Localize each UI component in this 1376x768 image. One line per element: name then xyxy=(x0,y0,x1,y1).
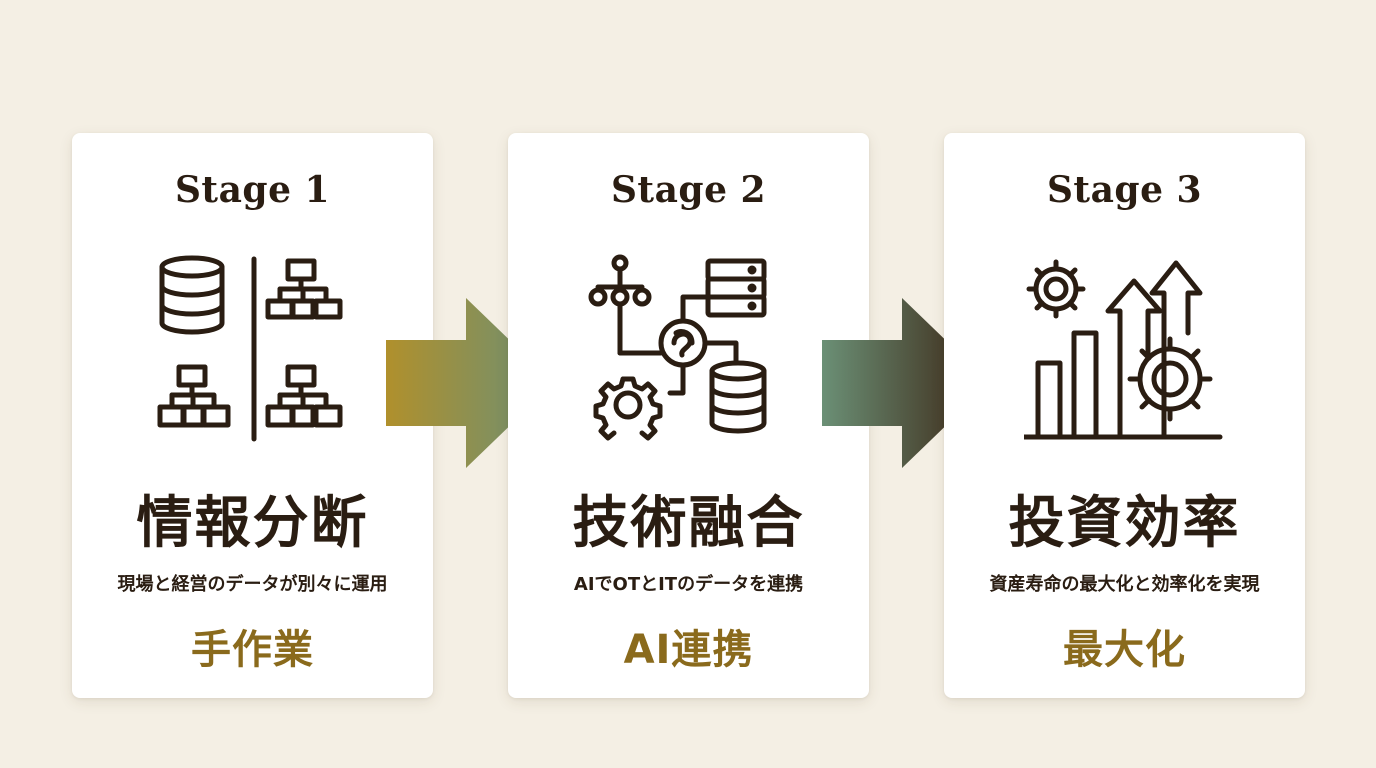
stage-card-1: Stage 1 xyxy=(72,133,433,698)
stage-label: Stage 1 xyxy=(174,169,331,211)
flow-arrow-1 xyxy=(386,298,556,468)
stage-card-2: Stage 2 xyxy=(508,133,869,698)
database-hierarchy-icon xyxy=(152,253,352,453)
stage-tag: 手作業 xyxy=(191,627,314,673)
stage-title: 情報分断 xyxy=(136,490,369,556)
stage-title: 技術融合 xyxy=(572,490,805,556)
stage-title: 投資効率 xyxy=(1008,490,1241,556)
stage-tag: AI連携 xyxy=(623,627,754,673)
growth-gears-icon xyxy=(1024,253,1224,453)
ai-integration-icon xyxy=(588,253,788,453)
stage-description: 現場と経営のデータが別々に運用 xyxy=(117,574,388,595)
stage-label: Stage 3 xyxy=(1046,169,1203,211)
stage-description: AIでOTとITのデータを連携 xyxy=(573,574,804,595)
stage-tag: 最大化 xyxy=(1063,627,1186,673)
stage-description: 資産寿命の最大化と効率化を実現 xyxy=(989,574,1260,595)
stage-label: Stage 2 xyxy=(610,169,767,211)
stage-card-3: Stage 3 xyxy=(944,133,1305,698)
flow-arrow-2 xyxy=(822,298,992,468)
